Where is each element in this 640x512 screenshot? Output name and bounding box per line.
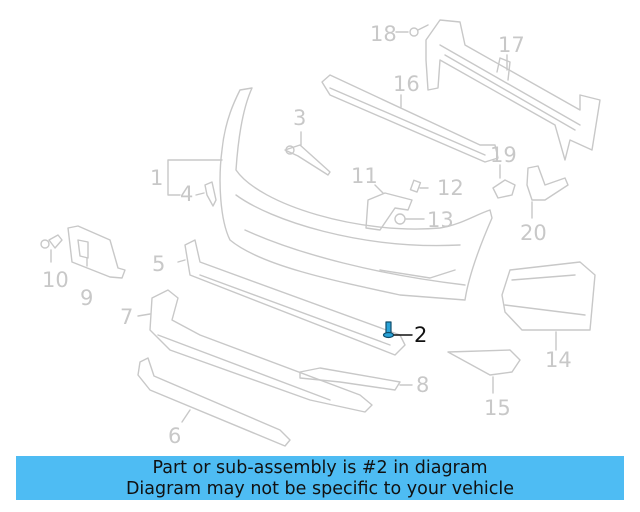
bracket-part-4 <box>204 181 217 207</box>
callout-12[interactable]: 12 <box>437 176 464 200</box>
callout-15[interactable]: 15 <box>484 396 511 420</box>
bumper-cover-part-1 <box>219 87 493 301</box>
trim-strip-part-8 <box>299 367 401 391</box>
callout-11[interactable]: 11 <box>351 164 378 188</box>
lower-trim-part-6 <box>137 357 291 447</box>
callout-5[interactable]: 5 <box>152 252 166 276</box>
lower-grille-part-7 <box>149 289 373 413</box>
lamp-cover-part-15 <box>447 349 521 376</box>
clip-part-12 <box>409 179 422 193</box>
absorber-part-5 <box>184 239 406 356</box>
callout-4[interactable]: 4 <box>180 182 194 206</box>
push-pin-part-10 <box>40 234 63 249</box>
callout-17[interactable]: 17 <box>498 33 525 57</box>
callout-7[interactable]: 7 <box>120 305 134 329</box>
callout-20[interactable]: 20 <box>520 221 547 245</box>
license-bracket-part-9 <box>67 225 126 279</box>
parts-diagram: 1 2 3 4 5 6 7 8 9 10 11 12 13 14 15 16 1… <box>40 19 601 448</box>
banner-line-1: Part or sub-assembly is #2 in diagram <box>152 458 488 478</box>
guide-pin-part-19 <box>492 179 516 199</box>
reinforcement-bar-part-17 <box>425 19 601 161</box>
grille-insert-part-14 <box>501 261 596 331</box>
callout-6[interactable]: 6 <box>168 424 182 448</box>
leader-lines <box>50 31 557 423</box>
callout-8[interactable]: 8 <box>416 373 430 397</box>
callout-14[interactable]: 14 <box>545 348 572 372</box>
callout-13[interactable]: 13 <box>427 208 454 232</box>
callout-16[interactable]: 16 <box>393 72 420 96</box>
rivet-part-3 <box>284 144 331 176</box>
banner-line-2: Diagram may not be specific to your vehi… <box>125 479 515 499</box>
bolt-part-18 <box>409 24 429 37</box>
callout-2[interactable]: 2 <box>414 323 428 347</box>
energy-absorber-part-16 <box>321 74 499 163</box>
callout-3[interactable]: 3 <box>293 106 307 130</box>
callout-18[interactable]: 18 <box>370 22 397 46</box>
nut-part-13 <box>394 213 406 225</box>
callout-9[interactable]: 9 <box>80 286 94 310</box>
info-banner: Part or sub-assembly is #2 in diagram Di… <box>16 456 624 500</box>
screw-part-2 <box>382 321 395 339</box>
callout-10[interactable]: 10 <box>42 268 69 292</box>
mount-bracket-part-20 <box>526 165 569 201</box>
callout-19[interactable]: 19 <box>490 143 517 167</box>
side-bracket-part-11 <box>365 192 413 231</box>
callout-1[interactable]: 1 <box>150 166 164 190</box>
